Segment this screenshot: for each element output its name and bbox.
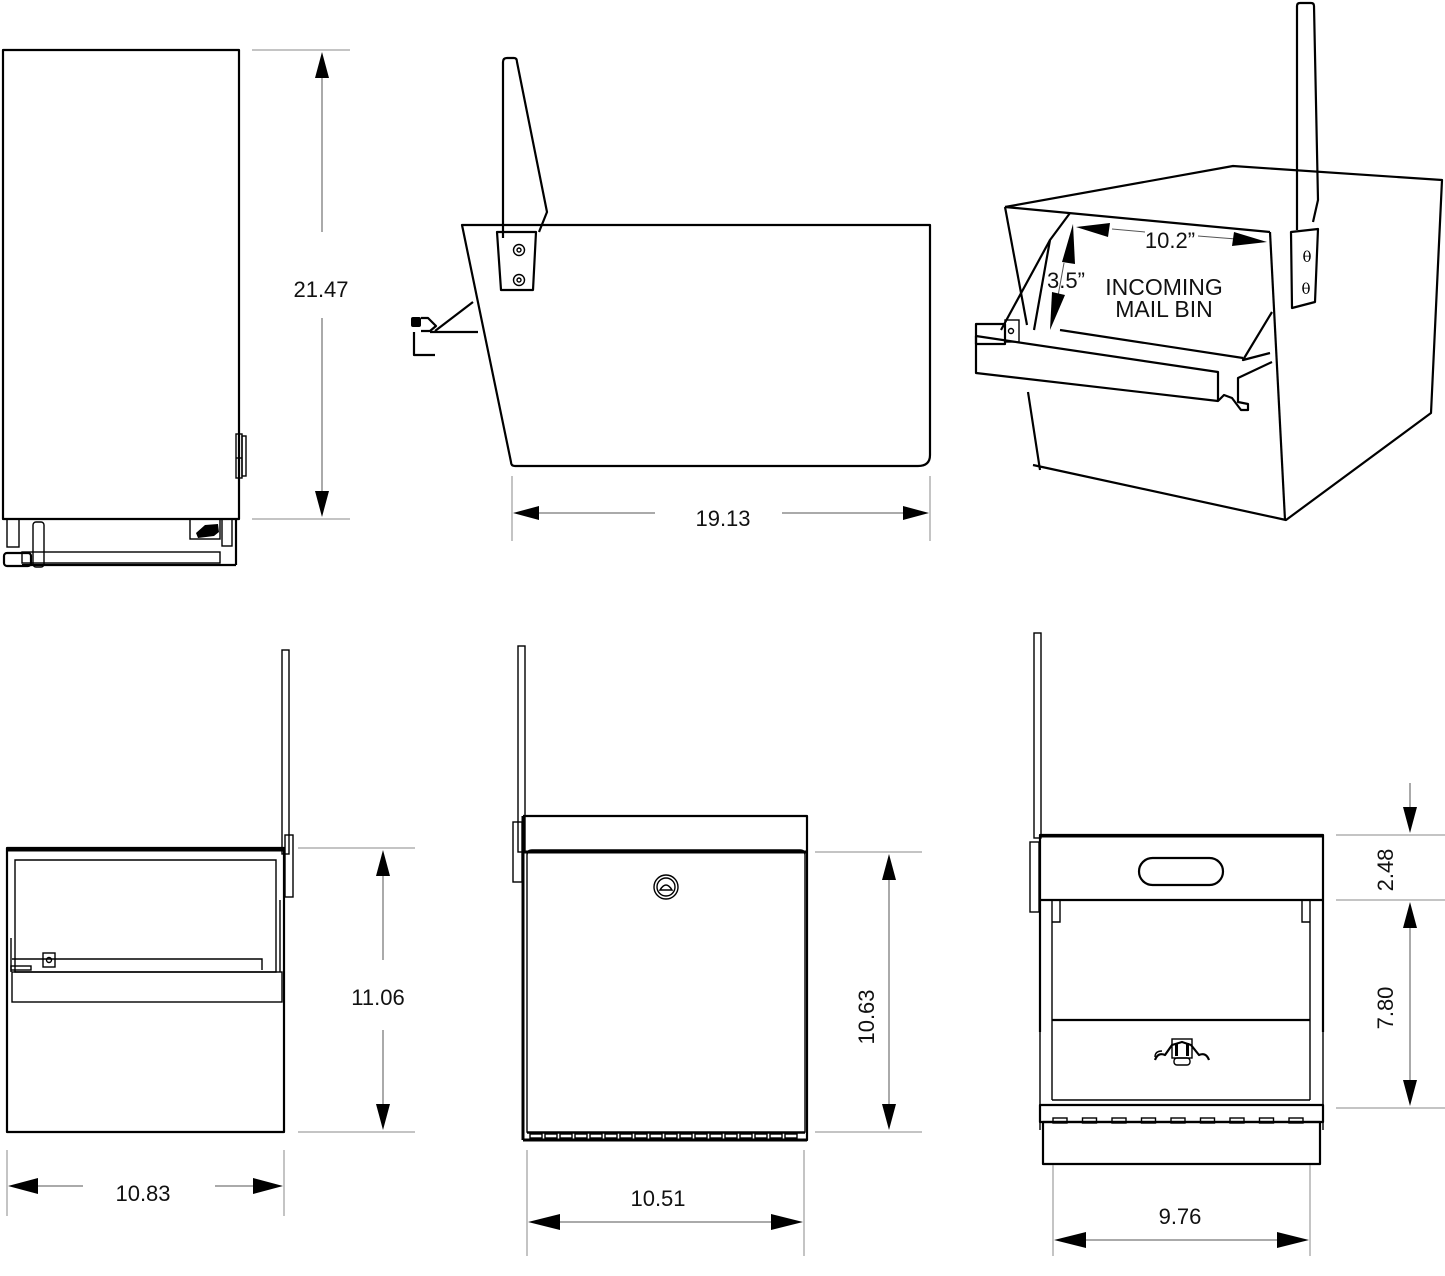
isometric-view: θ θ 10.2” 3.5” INCOMING MAIL BIN <box>974 1 1444 522</box>
dimension-label-10-83: 10.83 <box>115 1181 170 1206</box>
hinge-knuckle <box>634 1133 648 1139</box>
arrow-right-icon <box>903 506 929 520</box>
hinge-knuckle <box>664 1133 678 1139</box>
hinge-knuckle <box>754 1133 768 1139</box>
dimension-label-3-5: 3.5” <box>1047 268 1085 293</box>
top-view-body <box>1 48 241 521</box>
arrow-left-icon <box>528 1214 560 1230</box>
lock-icon <box>653 874 679 900</box>
side-view-flag <box>501 56 549 238</box>
arrow-down-icon <box>376 1104 390 1130</box>
hinge-knuckle <box>589 1133 603 1139</box>
isometric-flag-bracket <box>1289 227 1320 310</box>
rear-view-body <box>5 846 286 1134</box>
hinge-knuckle <box>739 1133 753 1139</box>
hinge-knuckle <box>574 1133 588 1139</box>
hinge-knuckle <box>604 1133 618 1139</box>
bolt-icon: θ <box>1302 248 1311 266</box>
hinge-knuckle <box>769 1133 783 1139</box>
dimension-label-10-2: 10.2” <box>1145 228 1195 253</box>
arrow-down-icon <box>1050 292 1065 330</box>
hinge-knuckle <box>679 1133 693 1139</box>
hinge-knuckle <box>544 1133 558 1139</box>
dimension-label-7-80: 7.80 <box>1373 987 1398 1030</box>
incoming-mail-bin-label-line2: MAIL BIN <box>1115 296 1213 322</box>
arrow-left-icon <box>1076 223 1110 237</box>
side-view-latch <box>411 301 478 357</box>
hinge-knuckle <box>784 1133 798 1139</box>
hinge-knuckle <box>559 1133 573 1139</box>
side-view-flag-bracket <box>495 230 538 292</box>
arrow-up-icon <box>1062 224 1075 264</box>
isometric-box-outline <box>1004 164 1444 522</box>
side-view-body <box>460 223 932 468</box>
hinge-knuckle <box>694 1133 708 1139</box>
bolt-icon: θ <box>1301 280 1310 298</box>
top-view: 21.47 <box>1 48 350 568</box>
top-view-flag-tray <box>2 518 238 568</box>
dimension-label-10-63: 10.63 <box>854 989 879 1044</box>
arrow-left-icon <box>1054 1232 1086 1248</box>
rear-view: 11.06 10.83 <box>5 649 415 1216</box>
arrow-down-icon <box>1403 807 1417 833</box>
front-open-flag <box>1033 632 1042 839</box>
front-door-view: 10.63 10.51 <box>512 645 922 1256</box>
dimension-label-10-51: 10.51 <box>630 1186 685 1211</box>
arrow-down-icon <box>882 1104 896 1130</box>
arrow-right-icon <box>253 1178 283 1194</box>
arrow-right-icon <box>771 1214 803 1230</box>
incoming-mail-bin-label-line1: INCOMING <box>1105 274 1223 300</box>
dimension-label-21-47: 21.47 <box>293 277 348 302</box>
hinge-knuckle <box>619 1133 633 1139</box>
arrow-down-icon <box>1403 1080 1417 1106</box>
arrow-left-icon <box>513 506 539 520</box>
arrow-up-icon <box>315 52 329 78</box>
arrow-right-icon <box>1277 1232 1309 1248</box>
arrow-up-icon <box>376 850 390 876</box>
front-door-body <box>523 814 809 1142</box>
arrow-up-icon <box>882 854 896 880</box>
arrow-left-icon <box>8 1178 38 1194</box>
front-open-view: 2.48 7.80 9.76 <box>1029 632 1445 1256</box>
dimension-label-9-76: 9.76 <box>1159 1204 1202 1229</box>
isometric-tray <box>974 336 1273 412</box>
arrow-right-icon <box>1232 232 1267 246</box>
dimension-label-2-48: 2.48 <box>1373 849 1398 892</box>
arrow-down-icon <box>315 491 329 517</box>
rear-view-flag <box>281 649 290 855</box>
front-door-hinge-slots <box>529 1133 798 1139</box>
hinge-knuckle <box>649 1133 663 1139</box>
side-view: 19.13 <box>411 56 932 541</box>
hinge-knuckle <box>724 1133 738 1139</box>
mail-slot <box>1137 856 1225 887</box>
isometric-flag <box>1295 1 1320 230</box>
arrow-up-icon <box>1403 902 1417 928</box>
front-open-body <box>1038 833 1325 1032</box>
dimension-label-19-13: 19.13 <box>695 506 750 531</box>
hinge-knuckle <box>709 1133 723 1139</box>
latch-clip-icon <box>1153 1038 1211 1066</box>
dimension-label-11-06: 11.06 <box>351 985 404 1010</box>
hinge-knuckle <box>529 1133 543 1139</box>
